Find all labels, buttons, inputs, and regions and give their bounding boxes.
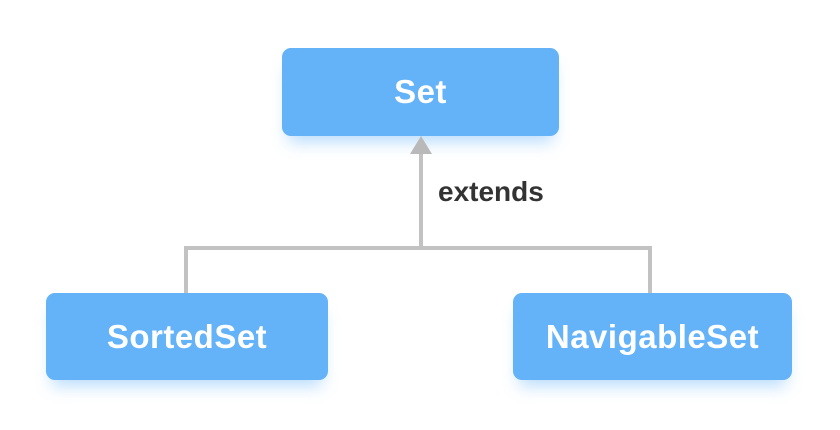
node-set: Set <box>282 48 559 136</box>
node-sortedset: SortedSet <box>46 293 328 380</box>
extends-edge-drop-sortedset <box>184 246 188 294</box>
node-navigableset: NavigableSet <box>513 293 792 380</box>
extends-label: extends <box>438 176 544 207</box>
extends-edge-horizontal <box>184 246 652 250</box>
extends-edge-shaft <box>419 152 423 248</box>
extends-edge-drop-navigableset <box>648 246 652 294</box>
arrowhead-up-icon <box>410 136 432 154</box>
